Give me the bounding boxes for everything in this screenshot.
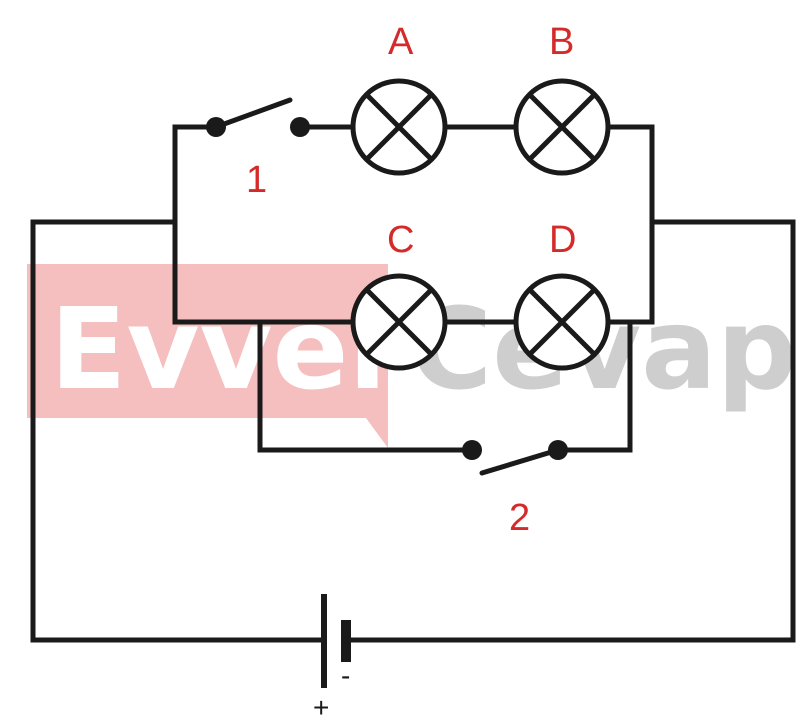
lamp-d-label: D <box>549 219 576 261</box>
switch-1-lever <box>213 97 293 130</box>
switch-2-terminal-left <box>462 440 482 460</box>
lamp-d <box>513 273 611 371</box>
lamp-c-label: C <box>387 219 414 261</box>
switch-1-terminal-right <box>290 117 310 137</box>
watermark: Evvel Cevap <box>27 264 797 448</box>
watermark-box <box>27 264 388 448</box>
switch-1[interactable] <box>206 97 310 137</box>
lamp-b <box>513 78 611 176</box>
battery <box>321 594 351 688</box>
battery-positive-label: + <box>313 692 329 723</box>
lamp-b-label: B <box>549 21 574 63</box>
wires <box>30 124 796 643</box>
lamp-a <box>350 78 448 176</box>
lamp-a-label: A <box>388 21 414 63</box>
lamp-c <box>350 273 448 371</box>
switch-1-label: 1 <box>246 159 267 201</box>
switch-2-lever <box>479 447 561 476</box>
battery-negative-label: - <box>341 660 350 691</box>
switch-2-label: 2 <box>509 497 530 539</box>
switch-2[interactable] <box>462 440 568 476</box>
watermark-word-evvel: Evvel <box>50 285 387 415</box>
